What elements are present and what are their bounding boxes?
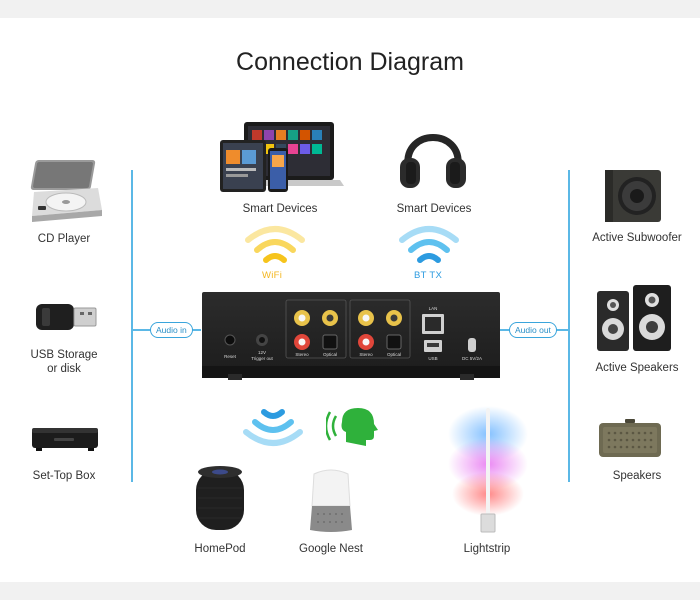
hub-optical-in-label: Optical — [323, 352, 337, 357]
active-speakers-image — [597, 285, 671, 351]
homepod-image — [196, 466, 244, 530]
lightstrip-image — [448, 406, 528, 533]
usb-storage-label: USB Storage or disk — [30, 349, 98, 375]
cd-player-image — [30, 160, 102, 222]
homepod-label: HomePod — [194, 543, 246, 555]
hub-reset-label: Reset — [224, 354, 237, 359]
voice-control-icon — [326, 408, 378, 446]
google-nest-image — [310, 469, 352, 532]
hub-lan-label: LAN — [429, 306, 438, 311]
audio-in-badge: Audio in — [150, 322, 193, 338]
active-subwoofer-image — [605, 170, 661, 222]
streamer-hub-image: Reset 12V Trigger out Stereo Optical Ste… — [202, 292, 500, 380]
page-title: Connection Diagram — [236, 48, 464, 76]
hub-stereo-out-label: Stereo — [359, 352, 373, 357]
set-top-box-image — [32, 428, 98, 451]
speakers-label: Speakers — [612, 470, 662, 482]
hub-stereo-in-label: Stereo — [295, 352, 309, 357]
hub-usb-label: USB — [428, 356, 437, 361]
wifi-icon — [245, 226, 305, 263]
google-nest-label: Google Nest — [299, 543, 363, 555]
wifi-caption: WiFi — [262, 270, 283, 281]
hub-optical-out-label: Optical — [387, 352, 401, 357]
hub-trigger-label-2: Trigger out — [251, 356, 273, 361]
bottom-band — [0, 582, 700, 600]
hub-dc-label: DC 5V/2A — [462, 356, 482, 361]
bt-tx-caption: BT TX — [414, 270, 443, 281]
smart-devices-laptop-image — [220, 122, 344, 192]
hub-trigger-label: 12V — [258, 350, 266, 355]
top-band — [0, 0, 700, 18]
left-connector-line — [131, 170, 133, 482]
lightstrip-label: Lightstrip — [463, 543, 511, 555]
active-speakers-label: Active Speakers — [595, 362, 679, 374]
smart-devices-label-2: Smart Devices — [396, 203, 472, 215]
set-top-box-label: Set-Top Box — [32, 470, 96, 482]
audio-out-badge: Audio out — [509, 322, 557, 338]
wifi-waves-icon — [243, 409, 303, 446]
bluetooth-tx-icon — [399, 226, 459, 263]
speakers-image — [599, 419, 661, 457]
smart-devices-label-1: Smart Devices — [242, 203, 318, 215]
right-connector-line — [568, 170, 570, 482]
smart-devices-headphones-image — [400, 134, 466, 188]
cd-player-label: CD Player — [37, 233, 91, 245]
active-subwoofer-label: Active Subwoofer — [592, 232, 682, 244]
usb-storage-image — [36, 304, 97, 330]
